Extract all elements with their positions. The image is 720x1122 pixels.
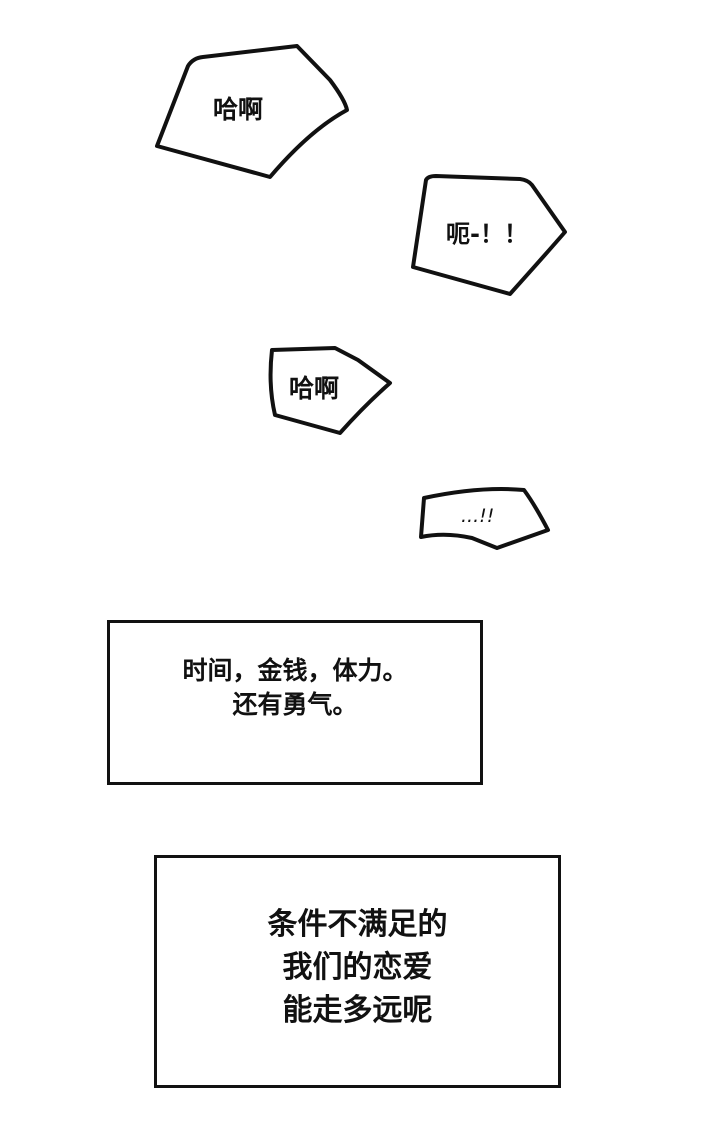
narration-1-line-1: 时间，金钱，体力。 <box>182 655 408 685</box>
narration-2-line-3: 能走多远呢 <box>282 993 433 1028</box>
narration-2-line-2: 我们的恋爱 <box>282 950 433 985</box>
speech-bubble-2-text: 呃-！！ <box>446 220 528 248</box>
speech-bubble-4-text: ...!! <box>461 505 495 527</box>
narration-2-line-1: 条件不满足的 <box>267 907 448 942</box>
narration-box-1: 时间，金钱，体力。 还有勇气。 <box>107 620 483 785</box>
speech-bubble-3-text: 哈啊 <box>289 374 340 403</box>
narration-box-2: 条件不满足的 我们的恋爱 能走多远呢 <box>154 855 561 1088</box>
narration-1-line-2: 还有勇气。 <box>232 689 358 719</box>
speech-bubble-1-text: 哈啊 <box>213 95 264 124</box>
